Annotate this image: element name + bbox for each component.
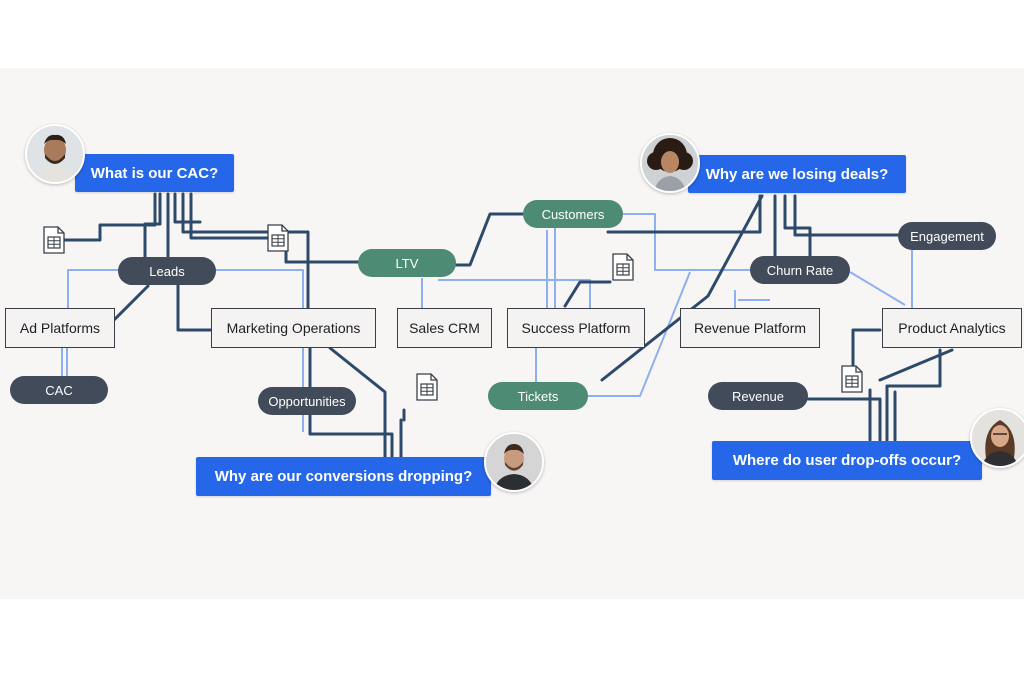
spreadsheet-icon: [267, 224, 289, 252]
question-losing-deals[interactable]: Why are we losing deals?: [688, 155, 906, 193]
metric-cac[interactable]: CAC: [10, 376, 108, 404]
metric-revenue[interactable]: Revenue: [708, 382, 808, 410]
source-product-analytics[interactable]: Product Analytics: [882, 308, 1022, 348]
spreadsheet-icon: [416, 373, 438, 401]
spreadsheet-icon: [612, 253, 634, 281]
question-conversions[interactable]: Why are our conversions dropping?: [196, 457, 491, 496]
metric-customers[interactable]: Customers: [523, 200, 623, 228]
question-dropoffs[interactable]: Where do user drop-offs occur?: [712, 441, 982, 480]
metric-engagement[interactable]: Engagement: [898, 222, 996, 250]
person-avatar: [640, 133, 700, 193]
metric-leads[interactable]: Leads: [118, 257, 216, 285]
source-ad-platforms[interactable]: Ad Platforms: [5, 308, 115, 348]
spreadsheet-icon: [841, 365, 863, 393]
question-cac[interactable]: What is our CAC?: [75, 154, 234, 192]
spreadsheet-icon: [43, 226, 65, 254]
metric-opportunities[interactable]: Opportunities: [258, 387, 356, 415]
person-avatar: [25, 124, 85, 184]
source-revenue-platform[interactable]: Revenue Platform: [680, 308, 820, 348]
metric-tickets[interactable]: Tickets: [488, 382, 588, 410]
person-avatar: [970, 408, 1024, 468]
person-avatar: [484, 432, 544, 492]
metric-ltv[interactable]: LTV: [358, 249, 456, 277]
source-sales-crm[interactable]: Sales CRM: [397, 308, 492, 348]
source-marketing-operations[interactable]: Marketing Operations: [211, 308, 376, 348]
source-success-platform[interactable]: Success Platform: [507, 308, 645, 348]
metric-churn-rate[interactable]: Churn Rate: [750, 256, 850, 284]
